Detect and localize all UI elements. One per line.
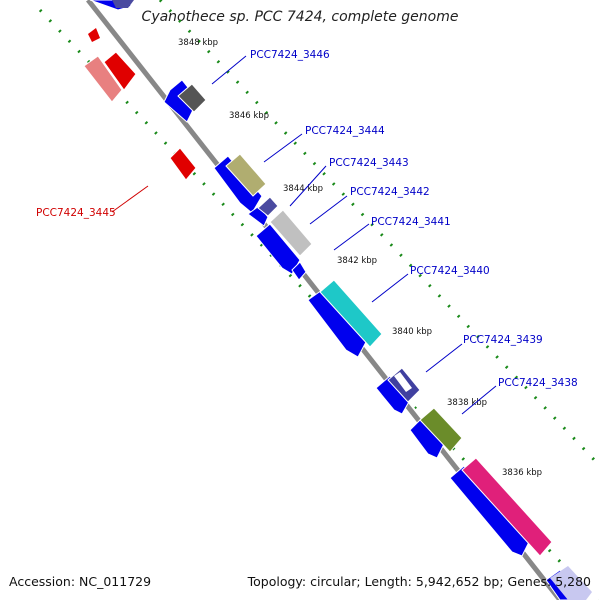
gene-feature-end: [550, 566, 592, 600]
cds-feature: [213, 155, 263, 214]
tick-label: 3844 kbp: [283, 184, 323, 194]
cds-feature: [375, 375, 411, 415]
gene-feature-3445: [169, 147, 197, 181]
cds-feature: [449, 465, 531, 557]
accession-text: Accession: NC_011729: [9, 574, 152, 589]
tick-label: 3842 kbp: [337, 256, 377, 266]
gene-feature-3442: [269, 209, 313, 257]
gene-feature-3444: [225, 153, 267, 197]
tick-label: 3848 kbp: [178, 38, 218, 48]
tick-labels: 3848 kbp 3846 kbp 3844 kbp 3842 kbp 3840…: [178, 38, 542, 478]
inner-tick-track: [158, 0, 600, 468]
gene-label-3443: PCC7424_3443: [329, 157, 409, 169]
gene-label-3439: PCC7424_3439: [463, 334, 543, 346]
gene-feature-3438: [419, 407, 463, 453]
rna-feature: [83, 55, 123, 103]
gene-feature-3437: [461, 457, 553, 557]
gene-track: [112, 0, 592, 600]
gene-feature-3446: [177, 83, 207, 113]
gene-label-3438: PCC7424_3438: [498, 377, 578, 389]
label-leaders: [111, 55, 497, 415]
gene-label-3441: PCC7424_3441: [371, 216, 451, 228]
gene-label-3446: PCC7424_3446: [250, 49, 330, 61]
gene-label-3444: PCC7424_3444: [305, 125, 385, 137]
gene-feature-3440: [319, 279, 383, 348]
genome-title: Cyanothece sp. PCC 7424, complete genome: [141, 9, 459, 25]
rna-feature: [103, 51, 137, 91]
tick-label: 3838 kbp: [447, 398, 487, 408]
gene-feature-3441: [394, 372, 412, 392]
gene-feature-3447: [112, 0, 134, 8]
rna-feature: [88, 28, 100, 42]
gene-feature-3443: [257, 196, 279, 217]
cds-feature: [291, 261, 307, 281]
tick-label: 3836 kbp: [502, 468, 542, 478]
gene-label-3440: PCC7424_3440: [410, 265, 490, 277]
tick-label: 3840 kbp: [392, 327, 432, 337]
gene-label-3442: PCC7424_3442: [350, 186, 430, 198]
gene-label-3445: PCC7424_3445: [36, 207, 116, 219]
tick-label: 3846 kbp: [229, 111, 269, 121]
cds-track: [89, 0, 581, 600]
reverse-track: [83, 28, 197, 181]
topology-text: Topology: circular; Length: 5,942,652 bp…: [247, 574, 591, 589]
gene-labels: PCC7424_3446 PCC7424_3445 PCC7424_3444 P…: [36, 49, 578, 389]
